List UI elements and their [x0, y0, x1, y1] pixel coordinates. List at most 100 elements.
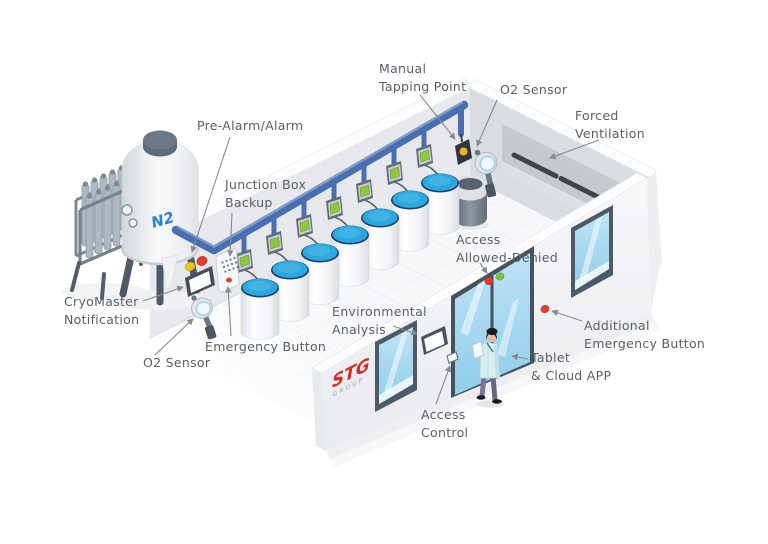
gas-pipe: [171, 100, 469, 281]
label-access-allowed-denied: Access Allowed-Denied: [456, 232, 558, 265]
svg-text:CryoMaster: CryoMaster: [64, 294, 139, 309]
tank-body: [121, 139, 199, 265]
tapping-point-hanger: [460, 133, 463, 143]
o2-sensor-top-base: [485, 183, 497, 198]
arrow-o2-sensor-bottom: [154, 318, 194, 356]
junction-box-vents: [221, 256, 239, 273]
label-forced-ventilation: Forced Ventilation: [575, 108, 645, 141]
svg-text:Emergency Button: Emergency Button: [205, 339, 326, 354]
svg-text:Control: Control: [421, 425, 468, 440]
cryomaster-screen-display: [189, 271, 211, 293]
window-1-sill: [379, 375, 413, 404]
svg-text:Analysis: Analysis: [332, 322, 386, 337]
window-2-sill: [575, 261, 609, 290]
svg-text:Manual: Manual: [379, 61, 426, 76]
arrow-pre-alarm: [190, 136, 231, 253]
arrow-emergency-button: [225, 286, 232, 337]
annotation-labels: Pre-Alarm/Alarm Junction Box Backup Manu…: [64, 61, 705, 440]
front-wall-left-cap: [312, 368, 326, 451]
pre-alarm-yellow-light: [184, 261, 196, 272]
access-allowed-light: [495, 272, 505, 281]
tank-port-1: [121, 204, 133, 216]
annotation-arrows: [142, 94, 600, 405]
tapping-point-valve: [459, 147, 468, 156]
person-coat-shade: [494, 345, 500, 378]
svg-text:Access: Access: [456, 232, 501, 247]
person-leg-right: [490, 375, 498, 401]
front-wall-right-cap: [647, 174, 660, 313]
label-o2-sensor-top: O2 Sensor: [500, 82, 568, 97]
svg-text:Junction Box: Junction Box: [224, 177, 306, 192]
arrow-tablet: [511, 353, 529, 361]
door-reflection-left: [460, 279, 486, 336]
ventilation-grille: [511, 152, 607, 203]
person-leg-left: [479, 375, 487, 397]
label-emergency-button: Emergency Button: [205, 339, 326, 354]
front-wall: STG GROUP: [311, 172, 660, 467]
front-wall-top-band: [311, 172, 648, 374]
additional-emergency-button-device: [540, 305, 550, 313]
svg-text:Environmental: Environmental: [332, 304, 427, 319]
n2-tank: N2: [106, 130, 210, 310]
person-stethoscope: [486, 342, 494, 353]
label-access-control: Access Control: [421, 407, 468, 440]
arrow-forced-ventilation: [549, 139, 600, 160]
label-cryomaster-notification: CryoMaster Notification: [64, 294, 139, 327]
svg-text:Pre-Alarm/Alarm: Pre-Alarm/Alarm: [197, 118, 303, 133]
svg-text:Notification: Notification: [64, 312, 139, 327]
o2-sensor-top-nub: [474, 149, 481, 156]
person-hair-top: [486, 327, 498, 336]
o2-sensor-top-device: [474, 149, 498, 198]
window-1-reflection: [384, 331, 408, 394]
label-junction-box-backup: Junction Box Backup: [224, 177, 306, 210]
svg-text:Tapping Point: Tapping Point: [378, 79, 466, 94]
pipe-highlight: [176, 101, 464, 248]
pre-alarm-red-light: [196, 256, 208, 266]
tank-bottom-rim: [120, 247, 200, 266]
person-shoe-left: [476, 395, 486, 400]
junction-box-body: [215, 248, 240, 293]
arrow-manual-tapping-point: [419, 94, 456, 140]
svg-text:O2 Sensor: O2 Sensor: [500, 82, 568, 97]
door-reflection-right: [497, 298, 519, 357]
cryo-vessel-1: [239, 278, 281, 340]
svg-text:& Cloud APP: & Cloud APP: [531, 368, 611, 383]
arrow-junction-box: [226, 212, 234, 257]
dewar-opening: [457, 178, 483, 190]
label-pre-alarm: Pre-Alarm/Alarm: [197, 118, 303, 133]
arrow-environmental: [392, 325, 418, 336]
manual-tapping-point-device: [455, 133, 472, 165]
svg-text:Forced: Forced: [575, 108, 619, 123]
svg-text:Additional: Additional: [584, 318, 650, 333]
arrow-access-allowed: [479, 262, 488, 274]
svg-text:Tablet: Tablet: [530, 350, 570, 365]
junction-box-device: [215, 248, 240, 293]
svg-text:Backup: Backup: [225, 195, 273, 210]
tablet: [471, 340, 484, 360]
label-environmental-analysis: Environmental Analysis: [332, 304, 427, 337]
access-control-device: [446, 351, 459, 364]
tank-port-2: [128, 218, 138, 228]
front-wall-ground-shadow: [326, 313, 655, 459]
environmental-analysis-screen: [421, 326, 448, 355]
dewar-vessel: [451, 175, 489, 230]
svg-text:O2 Sensor: O2 Sensor: [143, 355, 211, 370]
tank-label: N2: [149, 208, 176, 232]
pipe-main: [171, 100, 469, 255]
o2-sensor-bottom-device: [191, 295, 217, 340]
access-denied-light: [484, 277, 494, 285]
label-additional-emergency-button: Additional Emergency Button: [584, 318, 705, 351]
o2-sensor-bottom-nub: [191, 295, 197, 301]
label-manual-tapping-point: Manual Tapping Point: [378, 61, 466, 94]
person: [471, 327, 504, 408]
person-shoe-right: [492, 399, 502, 404]
label-tablet-cloud-app: Tablet & Cloud APP: [530, 350, 611, 383]
svg-text:Emergency Button: Emergency Button: [584, 336, 705, 351]
cryomaster-screen: [185, 266, 215, 297]
svg-text:Access: Access: [421, 407, 466, 422]
window-2: [571, 205, 613, 298]
o2-sensor-top-lens: [479, 155, 496, 172]
access-lights: [484, 272, 505, 285]
